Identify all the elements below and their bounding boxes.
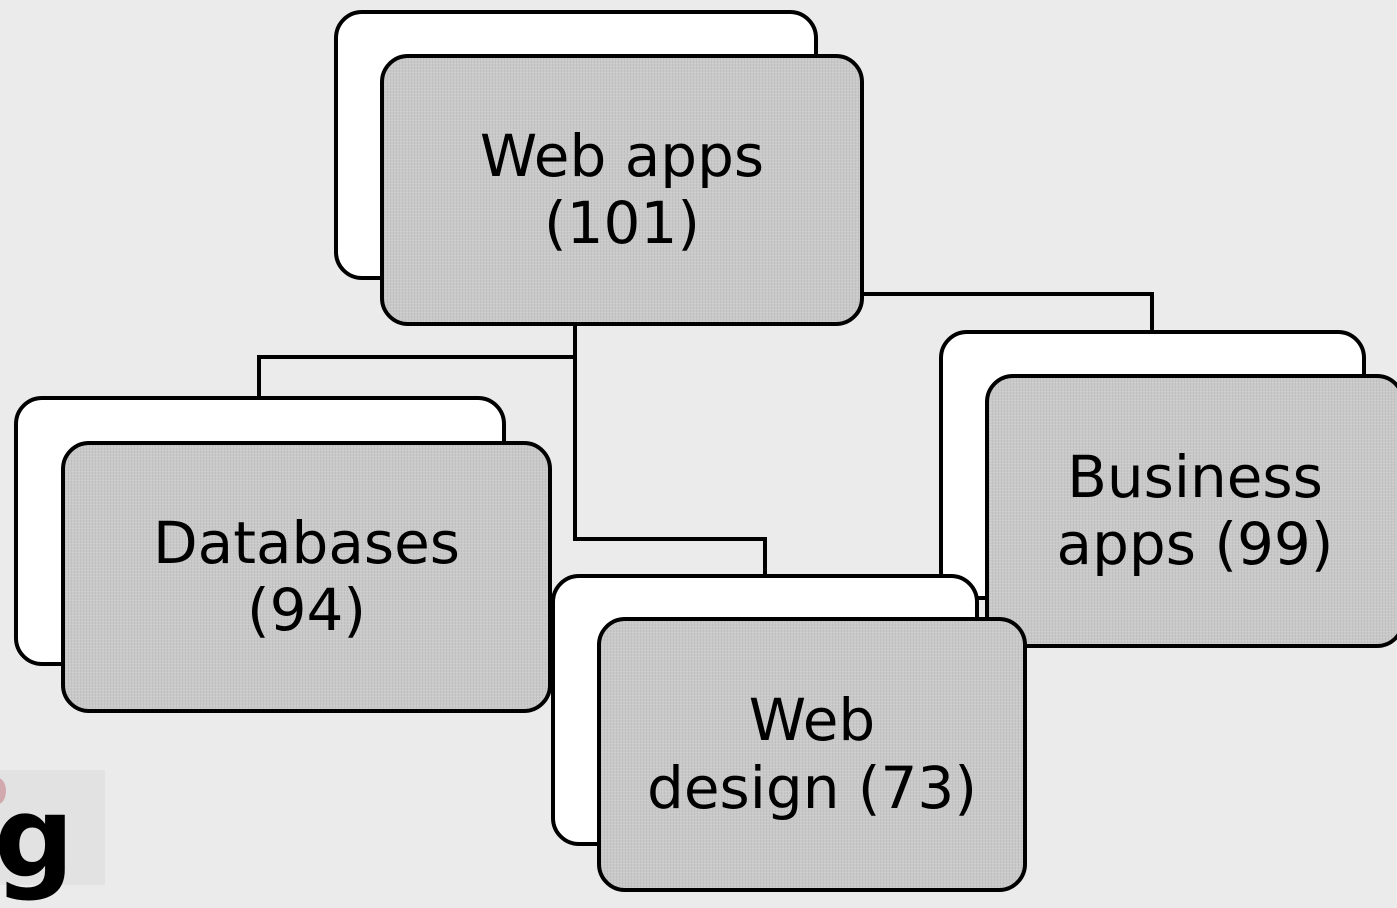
node-web-design-card: Web design (73) — [597, 617, 1027, 892]
logo-background — [0, 770, 105, 885]
logo-glyph: g — [0, 808, 75, 903]
node-web-apps-card: Web apps (101) — [380, 54, 864, 326]
logo-dot — [0, 778, 6, 804]
node-databases-card: Databases (94) — [61, 441, 552, 713]
node-databases-label: Databases (94) — [153, 508, 460, 644]
node-web-design-label: Web design (73) — [647, 686, 977, 822]
connector-root-to-business-apps — [860, 292, 1154, 332]
connector-root-to-databases — [257, 296, 577, 398]
org-chart: Web apps (101) Databases (94) Business a… — [0, 10, 1397, 894]
node-business-apps-card: Business apps (99) — [985, 374, 1397, 648]
node-business-apps-label: Business apps (99) — [1056, 442, 1334, 578]
connector-root-to-web-design — [573, 357, 767, 576]
node-web-apps-label: Web apps (101) — [479, 121, 765, 257]
connector-lines — [257, 292, 1154, 576]
